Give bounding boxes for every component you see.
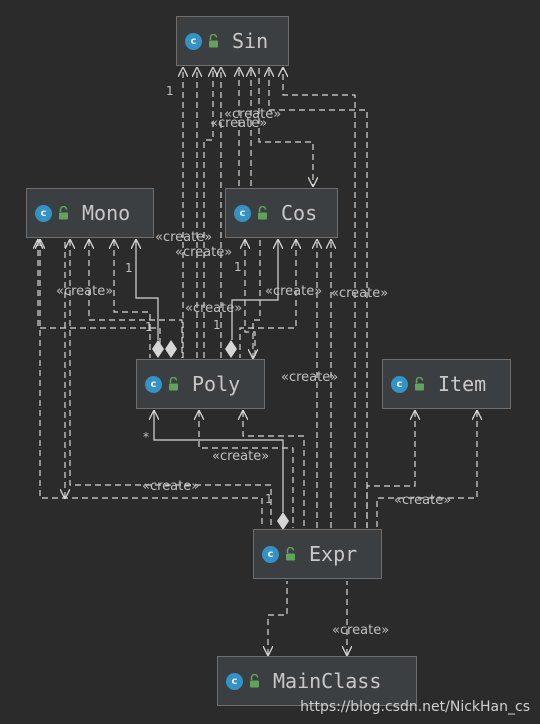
multiplicity-label: *	[143, 430, 149, 444]
create-label: «create»	[265, 284, 323, 299]
item-class-box[interactable]: c Item	[382, 359, 511, 409]
multiplicity-label: 1	[265, 492, 273, 506]
create-label: «create»	[331, 286, 389, 301]
multiplicity-label: 1	[125, 261, 133, 275]
edge-line	[89, 240, 183, 358]
edge-line	[245, 240, 256, 358]
lock-open-icon	[208, 34, 220, 48]
cos-class-box[interactable]: c Cos	[225, 188, 338, 238]
lock-open-icon	[249, 674, 261, 688]
edge-line	[136, 240, 159, 340]
class-icon: c	[185, 32, 202, 50]
create-label: «create»	[224, 107, 282, 122]
edge-line	[38, 240, 161, 358]
edge-line	[114, 240, 151, 358]
class-name: Cos	[281, 201, 318, 225]
class-icon: c	[35, 204, 52, 222]
edge-line	[199, 411, 294, 528]
multiplicity-label: 1	[145, 320, 153, 334]
class-name: Poly	[192, 372, 241, 396]
main-class-icon: c	[226, 672, 243, 690]
create-label: «create»	[185, 301, 243, 316]
multiplicity-label: 1	[234, 260, 242, 274]
poly-class-box[interactable]: c Poly	[136, 359, 265, 409]
edge-line	[231, 240, 278, 340]
class-icon: c	[234, 204, 251, 222]
create-label: «create»	[210, 116, 268, 131]
expr-class-box[interactable]: c Expr	[253, 529, 382, 579]
create-label: «create»	[394, 493, 452, 508]
sin-class-box[interactable]: c Sin	[176, 16, 289, 66]
lock-open-icon	[285, 547, 297, 561]
class-icon: c	[145, 375, 162, 393]
create-label: «create»	[281, 370, 339, 385]
edge-line	[253, 240, 261, 358]
multiplicity-label: 1	[166, 84, 174, 98]
edge-line	[239, 240, 296, 358]
create-label: «create»	[175, 245, 233, 260]
edge-line	[70, 240, 272, 528]
lock-open-icon	[168, 377, 180, 391]
composition-diamond	[277, 512, 289, 530]
create-label: «create»	[212, 449, 270, 464]
mono-class-box[interactable]: c Mono	[26, 188, 154, 238]
lock-open-icon	[58, 206, 70, 220]
watermark: https://blog.csdn.net/NickHan_cs	[300, 699, 530, 715]
class-name: MainClass	[273, 669, 382, 693]
edge-line	[243, 411, 305, 528]
composition-diamond	[165, 340, 177, 358]
class-name: Item	[438, 372, 487, 396]
composition-diamond	[225, 340, 237, 358]
class-name: Expr	[309, 542, 358, 566]
edge-line	[154, 411, 284, 512]
class-name: Sin	[232, 29, 269, 53]
multiplicity-label: 1	[213, 318, 221, 332]
edge-line	[258, 68, 313, 186]
class-icon: c	[262, 545, 279, 563]
mainclass-class-box[interactable]: c MainClass	[217, 656, 417, 706]
edge-line	[376, 411, 477, 528]
create-label: «create»	[56, 284, 114, 299]
edge-line	[268, 581, 288, 655]
edge-line	[366, 411, 415, 528]
create-label: «create»	[155, 230, 213, 245]
edge-line	[203, 68, 213, 358]
lock-open-icon	[257, 206, 269, 220]
composition-diamond	[152, 340, 164, 358]
create-label: «create»	[142, 479, 200, 494]
class-name: Mono	[82, 201, 131, 225]
class-icon: c	[391, 375, 408, 393]
lock-open-icon	[414, 377, 426, 391]
create-label: «create»	[332, 623, 390, 638]
edge-line	[40, 240, 263, 528]
